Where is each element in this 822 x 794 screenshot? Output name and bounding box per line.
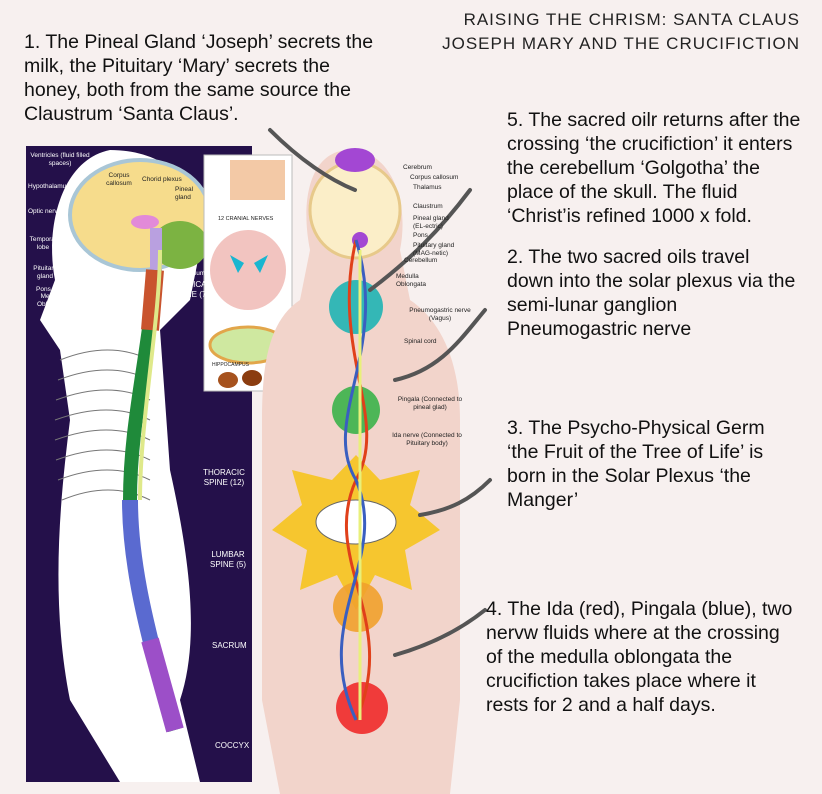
label-pneumogastric: Pneumogastric nerve (Vagus) (409, 307, 471, 322)
label-pingala: Pingala (Connected to pineal glad) (397, 396, 463, 411)
label-pons: Pons (36, 286, 51, 293)
label-temporal-lobe: Temporal lobe (29, 236, 57, 251)
label-r-cerebellum: Cerebellum (404, 257, 438, 264)
body-silhouette (40, 150, 202, 782)
cerebellum-shape (152, 221, 208, 269)
pingala-line (339, 239, 367, 721)
note-1: 1. The Pineal Gland ‘Joseph’ secrets the… (24, 31, 374, 125)
label-cranial-nerves: 12 CRANIAL NERVES (218, 216, 274, 222)
label-pineal: Pineal gland (175, 186, 194, 201)
note-2: 2. The two sacred oils travel down into … (507, 246, 796, 340)
note-4: 4. The Ida (red), Pingala (blue), two ne… (486, 598, 793, 716)
label-hypothalamus: Hypothalamus (28, 183, 70, 190)
note-3: 3. The Psycho-Physical Germ ‘the Fruit o… (507, 417, 765, 511)
label-cerebellum: Cerebellum (172, 270, 206, 277)
label-ida: Ida nerve (Connected to Pituitary body) (392, 432, 462, 447)
label-r-corpus-callosum: Corpus callosum (410, 174, 459, 181)
pointer-arrows (268, 128, 492, 657)
label-corpus-callosum: Corpus callosum (106, 172, 132, 187)
label-medulla: Medulla Oblongata (37, 293, 67, 308)
label-thoracic: THORACIC SPINE (12) (203, 468, 245, 487)
label-lumbar: LUMBAR SPINE (5) (210, 550, 247, 569)
label-hippocampus: HIPPOCAMPUS (212, 362, 249, 368)
label-optic-nerve: Optic nerve (28, 208, 62, 215)
page-title: Raising the Chrism: Santa Claus Joseph M… (442, 8, 800, 56)
label-choroid-plexus: Chorid plexus (142, 176, 182, 183)
title-line-1: Raising the Chrism: Santa Claus (463, 10, 800, 29)
label-r-pituitary: Pituitary gland (MAG-netic) (413, 242, 455, 257)
note-5: 5. The sacred oilr returns after the cro… (507, 109, 801, 227)
title-line-2: Joseph Mary and the Crucifiction (442, 34, 800, 53)
label-coccyx: COCCYX (215, 741, 250, 750)
label-r-pineal: Pineal gland (EL-ectric) (413, 215, 449, 230)
label-cervical: CERVICAL SPINE (7) (171, 280, 211, 299)
label-sacrum: SACRUM (212, 641, 247, 650)
label-pituitary: Pituitary gland (33, 265, 57, 280)
label-cerebrum: Cerebrum (403, 164, 432, 171)
germ-seed (315, 499, 397, 545)
label-r-medulla: Medulla Oblongata (396, 273, 426, 288)
label-r-pons: Pons (413, 232, 428, 239)
chakra-throat (329, 280, 383, 334)
chakra-heart (332, 386, 380, 434)
corpus-shape (131, 215, 159, 229)
label-spinal-cord: Spinal cord (404, 338, 437, 345)
label-thalamus: Thalamus (413, 184, 442, 191)
label-claustrum: Claustrum (413, 203, 443, 210)
label-ventricles: Ventricles (fluid filled spaces) (30, 152, 90, 167)
